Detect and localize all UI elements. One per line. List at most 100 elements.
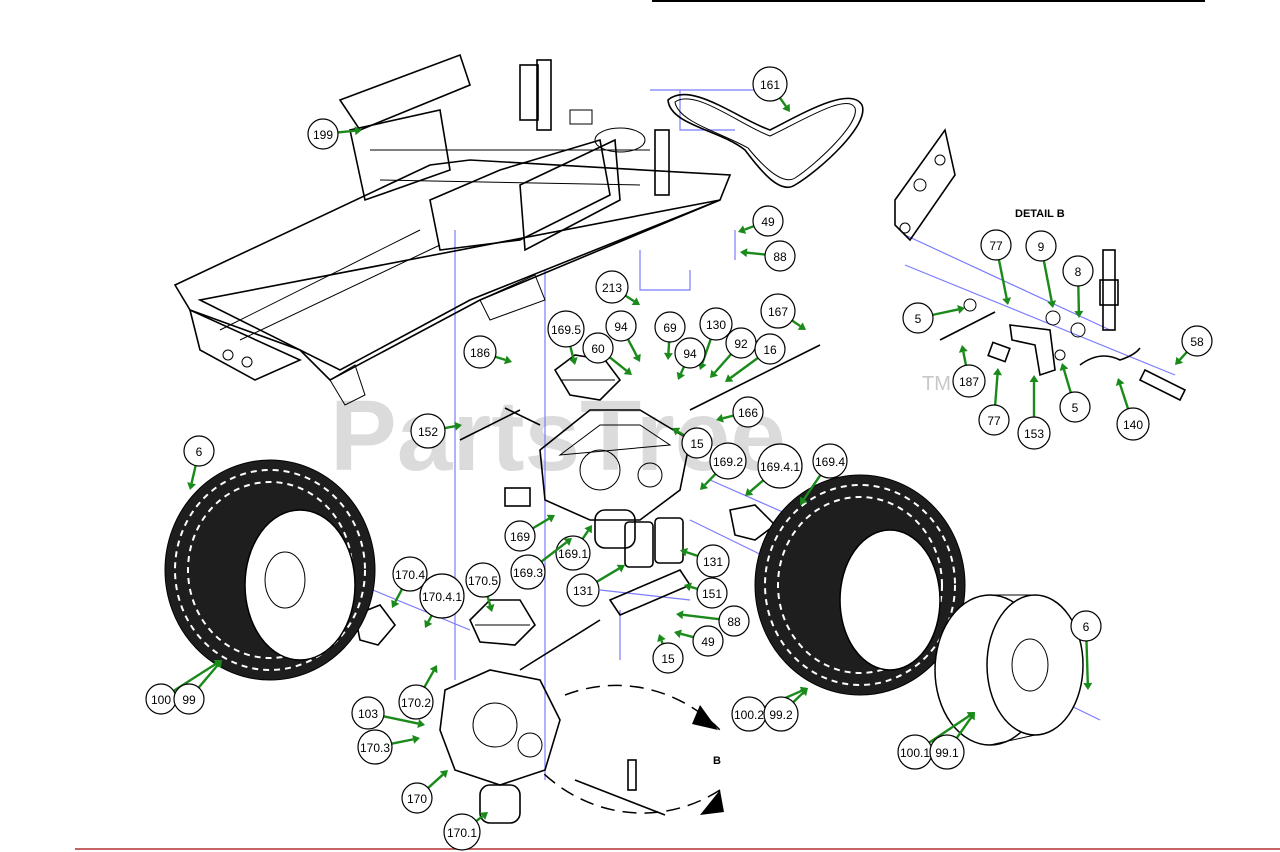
callout-label: 49: [701, 635, 715, 649]
callout-leader: [802, 474, 822, 500]
callout-5: 5: [1059, 363, 1091, 423]
callout-label: 170.4: [395, 568, 425, 582]
callout-circle: [566, 573, 600, 607]
callout-arrowhead: [676, 371, 685, 380]
callout-arrowhead: [354, 126, 362, 136]
callout-label: 60: [591, 342, 605, 356]
callout-arrowhead: [546, 514, 555, 523]
callout-circle: [357, 729, 393, 765]
transaxle-right: [539, 354, 691, 549]
callout-60: 60: [582, 332, 632, 375]
callout-circle: [1116, 407, 1150, 441]
callout-6: 6: [1070, 610, 1102, 690]
callout-label: 131: [573, 584, 593, 598]
callout-circle: [463, 335, 497, 369]
callout-label: 131: [703, 555, 723, 569]
callout-label: 99.2: [769, 708, 793, 722]
callout-circle: [654, 311, 686, 343]
callout-leader: [744, 225, 755, 231]
callout-label: 169: [510, 530, 530, 544]
callout-label: 58: [1190, 335, 1204, 349]
callout-94: 94: [605, 310, 641, 362]
callout-leader: [532, 517, 550, 530]
callout-circle: [752, 66, 788, 102]
callout-label: 69: [663, 321, 677, 335]
callout-label: 169.4: [815, 455, 845, 469]
callout-circle: [351, 696, 385, 730]
callout-arrowhead: [716, 413, 724, 423]
callout-label: 99: [182, 693, 196, 707]
callout-label: 140: [1123, 418, 1143, 432]
callout-leader: [596, 567, 620, 583]
callout-leader: [686, 551, 699, 558]
callout-arrowhead: [584, 525, 592, 534]
callout-circle: [173, 683, 205, 715]
callout-arrowhead: [214, 660, 222, 669]
callout-arrowhead: [1115, 378, 1125, 387]
callout-arrowhead: [745, 488, 754, 496]
callout-leader: [383, 715, 419, 725]
callout-213: 213: [595, 270, 640, 305]
callout-label: 103: [358, 707, 378, 721]
callout-arrowhead: [967, 712, 975, 721]
callout-arrowhead: [479, 812, 488, 820]
drive-belt: [667, 93, 864, 188]
callout-leader: [609, 356, 628, 372]
callout-arrowhead: [680, 547, 689, 557]
callout-arrowhead: [800, 496, 808, 505]
callout-leader: [1077, 285, 1081, 312]
callout-circle: [764, 240, 796, 272]
callout-circle: [692, 625, 724, 657]
callout-leader: [444, 425, 456, 430]
callout-77: 77: [978, 368, 1010, 436]
callout-label: 16: [763, 343, 777, 357]
callout-arrowhead: [632, 353, 641, 362]
callout-leader: [626, 338, 638, 357]
callout-arrowhead: [568, 357, 578, 365]
frame-chassis: [173, 53, 732, 406]
callout-label: 88: [773, 250, 787, 264]
callout-circle: [952, 364, 986, 398]
callout-arrowhead: [439, 770, 448, 779]
callout-169-4: 169.4: [800, 443, 848, 505]
callout-circle: [1059, 391, 1091, 423]
callout-label: 77: [987, 414, 1001, 428]
callout-170-1: 170.1: [443, 812, 488, 851]
callout-58: 58: [1175, 325, 1213, 365]
callout-arrowhead: [738, 225, 747, 234]
callout-circle: [674, 337, 706, 369]
callout-arrowhead: [187, 482, 196, 490]
callout-arrowhead: [672, 427, 681, 436]
callout-169-5: 169.5: [547, 310, 585, 365]
callout-152: 152: [410, 413, 462, 449]
callout-leader: [569, 346, 575, 359]
detail-b-parts: [939, 249, 1187, 402]
callout-arrowhead: [503, 355, 512, 365]
callout-label: 169.4.1: [760, 460, 800, 474]
callout-arrowhead: [725, 374, 734, 382]
callout-circle: [757, 443, 803, 489]
callout-label: 166: [738, 406, 758, 420]
callout-circle: [696, 577, 728, 609]
callout-arrowhead: [412, 734, 420, 744]
callout-circle: [681, 427, 713, 459]
callout-label: 152: [418, 425, 438, 439]
callout-arrowhead: [676, 610, 684, 620]
callout-arrowhead: [631, 297, 640, 305]
callout-170-5: 170.5: [465, 562, 501, 612]
callout-leader: [394, 588, 404, 603]
callout-arrowhead: [563, 538, 572, 546]
callout-label: 161: [760, 78, 780, 92]
callout-140: 140: [1115, 378, 1150, 441]
callout-label: 100.1: [900, 746, 930, 760]
callout-label: 169.5: [551, 323, 581, 337]
callout-label: 170.2: [401, 696, 431, 710]
callout-label: 88: [727, 615, 741, 629]
callout-label: 6: [196, 445, 203, 459]
callout-circle: [760, 293, 796, 329]
callout-label: 170.4.1: [422, 590, 462, 604]
callout-leader: [932, 308, 959, 317]
callout-arrowhead: [797, 322, 806, 330]
callout-arrowhead: [1083, 682, 1093, 690]
callout-69: 69: [654, 311, 686, 360]
